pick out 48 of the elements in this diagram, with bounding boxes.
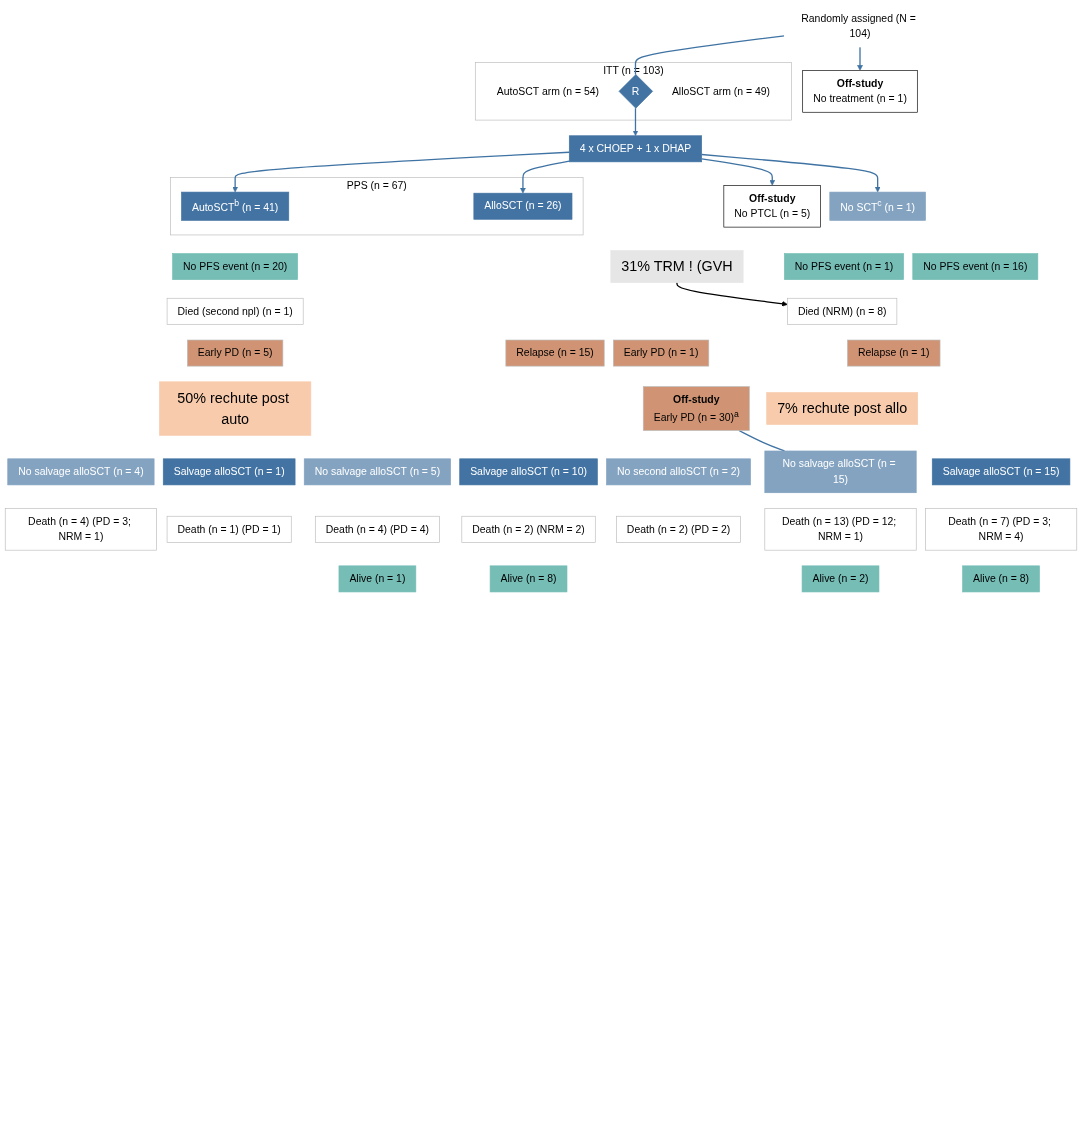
arrow <box>520 160 570 194</box>
node-box: 50% rechute post auto <box>159 381 312 436</box>
node-text: AutoSCT arm (n = 54) <box>496 85 600 97</box>
node-box: No salvage alloSCT (n = 4) <box>7 458 155 486</box>
node-box: No PFS event (n = 16) <box>912 253 1039 280</box>
connector <box>634 35 785 76</box>
arrow <box>676 281 788 307</box>
node-box: Death (n = 2) (NRM = 2) <box>461 515 596 543</box>
arrow <box>857 46 863 71</box>
arrow <box>232 151 570 193</box>
node-box: 7% rechute post allo <box>766 392 918 425</box>
node-box: AlloSCT (n = 26) <box>473 192 573 220</box>
node-box: Salvage alloSCT (n = 15) <box>931 458 1071 486</box>
node-box: Salvage alloSCT (n = 1) <box>162 458 296 486</box>
node-box: Died (NRM) (n = 8) <box>787 297 898 325</box>
arrow <box>701 158 776 186</box>
node-box: No salvage alloSCT (n = 5) <box>303 458 451 486</box>
node-box: 4 x CHOEP + 1 x DHAP <box>568 135 702 163</box>
node-box: Early PD (n = 5) <box>187 339 284 367</box>
node-box: No second alloSCT (n = 2) <box>606 458 751 486</box>
node-box: Death (n = 1) (PD = 1) <box>166 515 292 543</box>
node-box: No SCT$^{c}$ (n = 1) <box>829 191 926 221</box>
node-box: Alive (n = 8) <box>489 565 568 593</box>
node-box: Off-study No PTCL (n = 5) <box>723 185 821 228</box>
node-box: No PFS event (n = 1) <box>784 253 904 280</box>
node-box: AutoSCT$^{b}$ (n = 41) <box>181 191 290 221</box>
node-box: Relapse (n = 1) <box>847 339 941 367</box>
node-box: No salvage alloSCT (n = 15) <box>764 450 917 494</box>
node-box: Early PD (n = 1) <box>613 339 710 367</box>
arrow <box>632 107 639 136</box>
node-box: Death (n = 7) (PD = 3; NRM = 4) <box>925 508 1078 551</box>
node-box: No PFS event (n = 20) <box>172 253 298 280</box>
node-box: Off-study Early PD (n = 30)$^{a}$ <box>642 386 750 431</box>
node-box: Death (n = 4) (PD = 4) <box>314 515 440 543</box>
node-box: Off-study No treatment (n = 1) <box>802 70 918 113</box>
node-box: Alive (n = 1) <box>338 565 417 593</box>
node-box: Alive (n = 8) <box>962 565 1040 593</box>
node-box: Death (n = 13) (PD = 12; NRM = 1) <box>764 508 917 551</box>
node-box: Salvage alloSCT (n = 10) <box>459 458 598 486</box>
node-box: Alive (n = 2) <box>801 565 880 593</box>
node-box: 31% TRM ! (GVH <box>610 250 744 283</box>
node-text: AlloSCT arm (n = 49) <box>671 85 771 97</box>
node-box: Relapse (n = 15) <box>505 339 605 367</box>
node-text: Randomly assigned (N = 104) <box>801 12 916 40</box>
node-box: Died (second npl) (n = 1) <box>166 297 304 325</box>
node-box: Death (n = 4) (PD = 3; NRM = 1) <box>4 508 157 551</box>
node-box: Death (n = 2) (PD = 2) <box>616 515 741 543</box>
arrow <box>701 153 881 193</box>
